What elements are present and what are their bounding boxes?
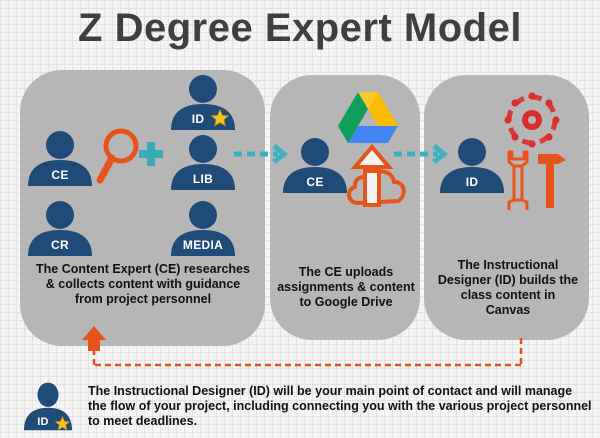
person-label-ce: CE	[51, 168, 69, 182]
caption-line: The CE uploads	[298, 265, 394, 279]
star-icon	[54, 415, 71, 431]
arrow-to-drive	[234, 144, 289, 164]
person-cr: CR	[20, 198, 100, 258]
canvas-logo-icon	[504, 92, 560, 148]
caption-line: to Google Drive	[299, 295, 393, 309]
person-ce-middle: CE	[275, 135, 355, 195]
footer-description: The Instructional Designer (ID) will be …	[88, 384, 593, 429]
diagram-title: Z Degree Expert Model	[78, 6, 522, 50]
caption-line: assignments & content	[277, 280, 415, 294]
person-id-footer: ID	[18, 380, 78, 432]
footer-line: The Instructional Designer (ID) will be …	[88, 384, 573, 398]
caption-line: from project personnel	[74, 292, 212, 306]
person-lib: LIB	[163, 132, 243, 192]
caption-line: & collects content with guidance	[45, 277, 241, 291]
person-media: MEDIA	[163, 198, 243, 258]
person-label-id: ID	[465, 175, 479, 189]
cloud-upload-icon	[347, 143, 406, 207]
person-label-media: MEDIA	[182, 238, 224, 252]
person-label-cr: CR	[51, 238, 69, 252]
caption-line: The Instructional	[457, 258, 559, 272]
footer-line: to meet deadlines.	[88, 414, 198, 428]
panel-caption-content-expert: The Content Expert (CE) researches & col…	[24, 262, 262, 307]
person-label-lib: LIB	[192, 172, 214, 186]
star-icon	[210, 108, 230, 127]
arrow-to-canvas	[394, 144, 449, 164]
person-id-top: ID	[163, 72, 243, 132]
person-label-id: ID	[37, 416, 49, 428]
hammer-icon	[538, 154, 566, 208]
caption-line: Canvas	[485, 303, 531, 317]
footer-line: the flow of your project, including conn…	[88, 399, 592, 413]
caption-line: Designer (ID) builds the	[437, 273, 579, 287]
person-label-ce: CE	[306, 175, 324, 189]
wrench-icon	[507, 150, 529, 210]
panel-caption-google-drive: The CE uploads assignments & content to …	[272, 265, 420, 310]
person-label-id: ID	[191, 112, 205, 126]
person-id-right: ID	[432, 135, 512, 195]
caption-line: The Content Expert (CE) researches	[36, 262, 250, 276]
caption-line: class content in	[460, 288, 556, 302]
plus-icon	[139, 142, 163, 166]
google-drive-icon	[338, 92, 398, 143]
panel-caption-canvas: The Instructional Designer (ID) builds t…	[428, 258, 588, 318]
person-ce: CE	[20, 128, 100, 188]
search-icon	[96, 128, 139, 184]
